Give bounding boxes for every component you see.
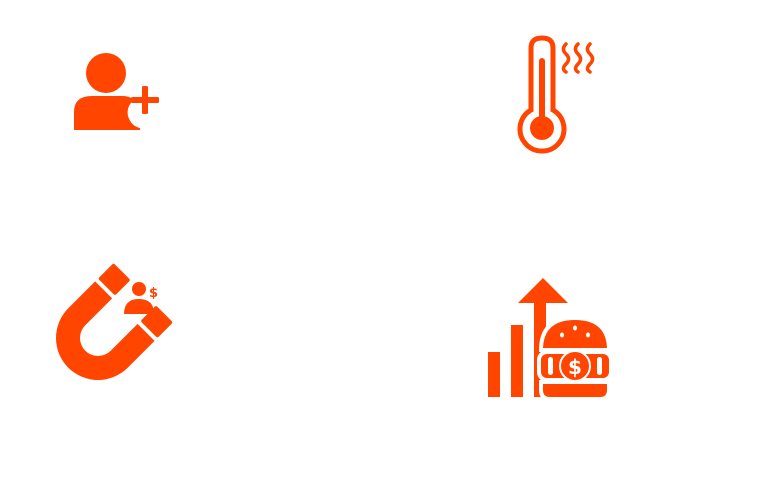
add-user-icon	[74, 53, 159, 130]
magnet-customer-icon: $	[56, 263, 173, 380]
dollar-sign: $	[149, 286, 158, 301]
sales-growth-burger-icon: $	[488, 278, 613, 401]
dollar-sign: $	[568, 355, 582, 379]
thermometer-heat-icon	[517, 35, 595, 154]
customer-head-icon	[132, 282, 146, 296]
customer-body-icon	[124, 299, 154, 314]
